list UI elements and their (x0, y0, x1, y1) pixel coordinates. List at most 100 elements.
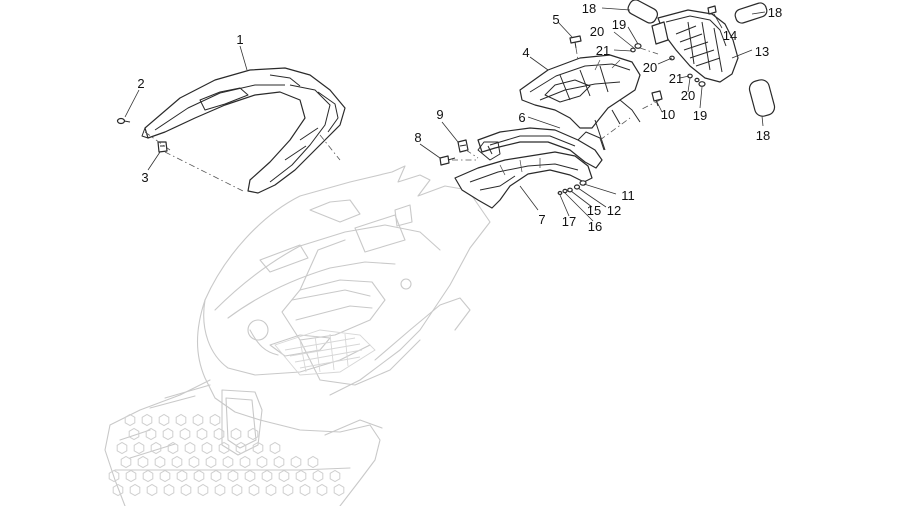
label-20-middle: 20 (643, 60, 657, 75)
label-5: 5 (552, 12, 559, 27)
floor-hex (141, 413, 153, 427)
label-1: 1 (236, 32, 243, 47)
floor-hex (112, 483, 124, 497)
scooter-body-outline (104, 165, 491, 506)
floor-hex (108, 469, 120, 483)
label-14: 14 (723, 28, 737, 43)
floor-hex (197, 483, 209, 497)
label-12: 12 (607, 203, 621, 218)
floor-hex (146, 483, 158, 497)
leader-lines (124, 7, 766, 222)
floor-hex (184, 441, 196, 455)
floor-hex (247, 427, 259, 441)
floor-hex (329, 469, 341, 483)
floor-hex (210, 469, 222, 483)
floor-hex (192, 413, 204, 427)
part-1-grab-handle (141, 67, 346, 194)
label-21-lower: 21 (669, 71, 683, 86)
part-3-clip-nut (157, 141, 168, 153)
floor-hex (299, 483, 311, 497)
label-13: 13 (755, 44, 769, 59)
floor-hex (154, 455, 166, 469)
floor-hex (133, 441, 145, 455)
label-8: 8 (414, 130, 421, 145)
floor-hex (129, 483, 141, 497)
callout-labels: 1 2 3 4 5 6 7 8 9 10 11 12 13 14 15 16 1… (137, 1, 782, 234)
label-16: 16 (588, 219, 602, 234)
floor-hex (124, 413, 136, 427)
floor-hex (222, 455, 234, 469)
floor-hex (269, 441, 281, 455)
label-6: 6 (518, 110, 525, 125)
part-18-reflector-top-left (627, 0, 659, 24)
floor-hex (235, 441, 247, 455)
label-7: 7 (538, 212, 545, 227)
label-18-lower: 18 (756, 128, 770, 143)
label-4: 4 (522, 45, 529, 60)
floor-hex (239, 455, 251, 469)
floor-hex (209, 413, 221, 427)
floor-hex (231, 483, 243, 497)
floor-hex (159, 469, 171, 483)
floor-hex (316, 483, 328, 497)
floor-hex (179, 427, 191, 441)
floor-hex (290, 455, 302, 469)
part-14-screw (707, 5, 717, 15)
floor-hex (125, 469, 137, 483)
floor-hex (278, 469, 290, 483)
floor-hex (175, 413, 187, 427)
floor-hex (150, 441, 162, 455)
floor-hex (120, 455, 132, 469)
floor-hex (201, 441, 213, 455)
label-17: 17 (562, 214, 576, 229)
label-10: 10 (661, 107, 675, 122)
floor-hex (158, 413, 170, 427)
floorboard-hex-pattern (108, 413, 345, 497)
part-9-clip (457, 139, 469, 153)
floor-hex (214, 483, 226, 497)
floor-hex (230, 427, 242, 441)
part-4-plate-holder-frame (519, 54, 641, 151)
label-20-lower: 20 (681, 88, 695, 103)
floor-hex (261, 469, 273, 483)
label-19-lower: 19 (693, 108, 707, 123)
floor-hex (196, 427, 208, 441)
floor-hex (171, 455, 183, 469)
label-9: 9 (436, 107, 443, 122)
floor-hex (193, 469, 205, 483)
floor-hex (205, 455, 217, 469)
label-11: 11 (621, 188, 635, 203)
floor-hex (128, 427, 140, 441)
floor-hex (312, 469, 324, 483)
floor-hex (265, 483, 277, 497)
assembly-lines (144, 47, 661, 193)
label-3: 3 (141, 170, 148, 185)
parts-11-17-washers (557, 180, 587, 196)
floor-hex (145, 427, 157, 441)
floor-hex (137, 455, 149, 469)
floor-hex (213, 427, 225, 441)
label-19-upper: 19 (612, 17, 626, 32)
part-18-reflector-lower (748, 79, 776, 117)
part-2-screw (116, 117, 131, 125)
part-8-screw (439, 155, 456, 166)
floor-hex (142, 469, 154, 483)
label-21-upper: 21 (596, 43, 610, 58)
floor-hex (163, 483, 175, 497)
label-15: 15 (587, 203, 601, 218)
part-13-reflector-bracket (651, 9, 739, 83)
floor-hex (116, 441, 128, 455)
floor-hex (167, 441, 179, 455)
part-6-mudguard (477, 127, 605, 169)
part-7-lower-mudguard (454, 141, 593, 209)
part-18-reflector-top-right (734, 2, 768, 24)
part-5-screw (569, 35, 582, 49)
floor-hex (244, 469, 256, 483)
floor-hex (256, 455, 268, 469)
floor-hex (176, 469, 188, 483)
floor-hex (248, 483, 260, 497)
floor-hex (307, 455, 319, 469)
floor-hex (227, 469, 239, 483)
floor-hex (180, 483, 192, 497)
